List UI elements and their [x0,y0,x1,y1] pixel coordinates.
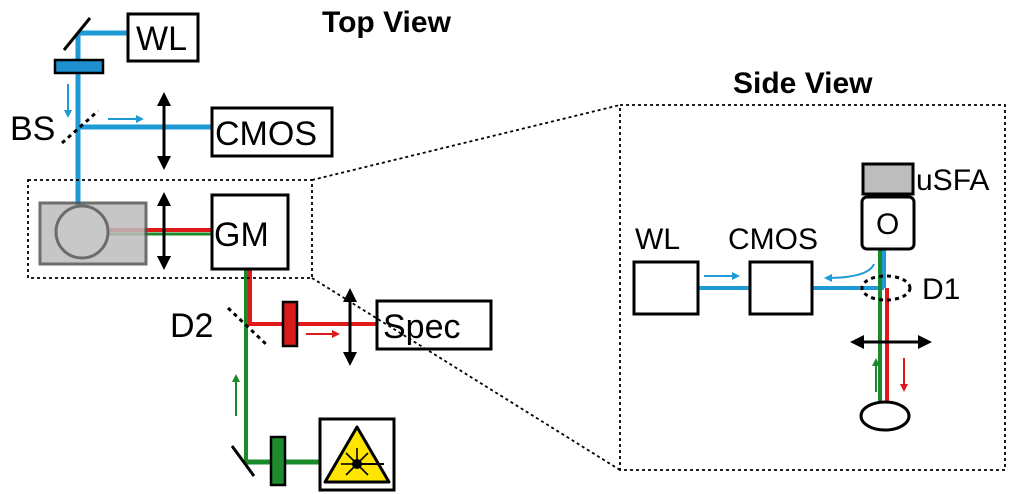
spec-box [375,299,493,351]
cmos-box-top [210,106,334,158]
blue-filter [53,58,105,75]
sample-circle [54,204,110,260]
top-view-title: Top View [322,6,452,39]
usfa-label: uSFA [916,164,989,197]
side-bottom-lens [859,400,911,432]
side-blue-arrow-curve [824,263,875,282]
zoom-region [27,179,313,279]
wl-label-top: WL [136,20,187,58]
d2-label: D2 [170,307,213,345]
red-filter [281,300,299,348]
cmos-label-top: CMOS [215,115,317,153]
spec-label: Spec [383,308,461,346]
beam-splitter [61,109,99,145]
zoom-line-bottom [311,277,621,471]
green-filter [269,435,287,487]
usfa-box [861,162,915,196]
objective-label: O [876,208,899,241]
mirror-bottom [230,445,256,477]
cmos-box-side [748,260,814,316]
bs-label: BS [10,110,55,148]
objective-box [860,195,916,251]
mirror-top [62,17,92,51]
gm-box [210,193,290,271]
wl-box-top [126,12,200,63]
dichroic-d2 [226,306,270,348]
gm-label: GM [214,216,269,254]
wl-label-side: WL [635,223,680,256]
wl-box-side [632,260,700,316]
cmos-label-side: CMOS [728,223,818,256]
laser-warning-icon [323,425,391,484]
d1-label: D1 [922,273,960,306]
side-view-frame [619,104,1006,471]
zoom-line-top [311,104,621,181]
dichroic-d1 [860,274,912,302]
side-view-title: Side View [733,67,873,100]
